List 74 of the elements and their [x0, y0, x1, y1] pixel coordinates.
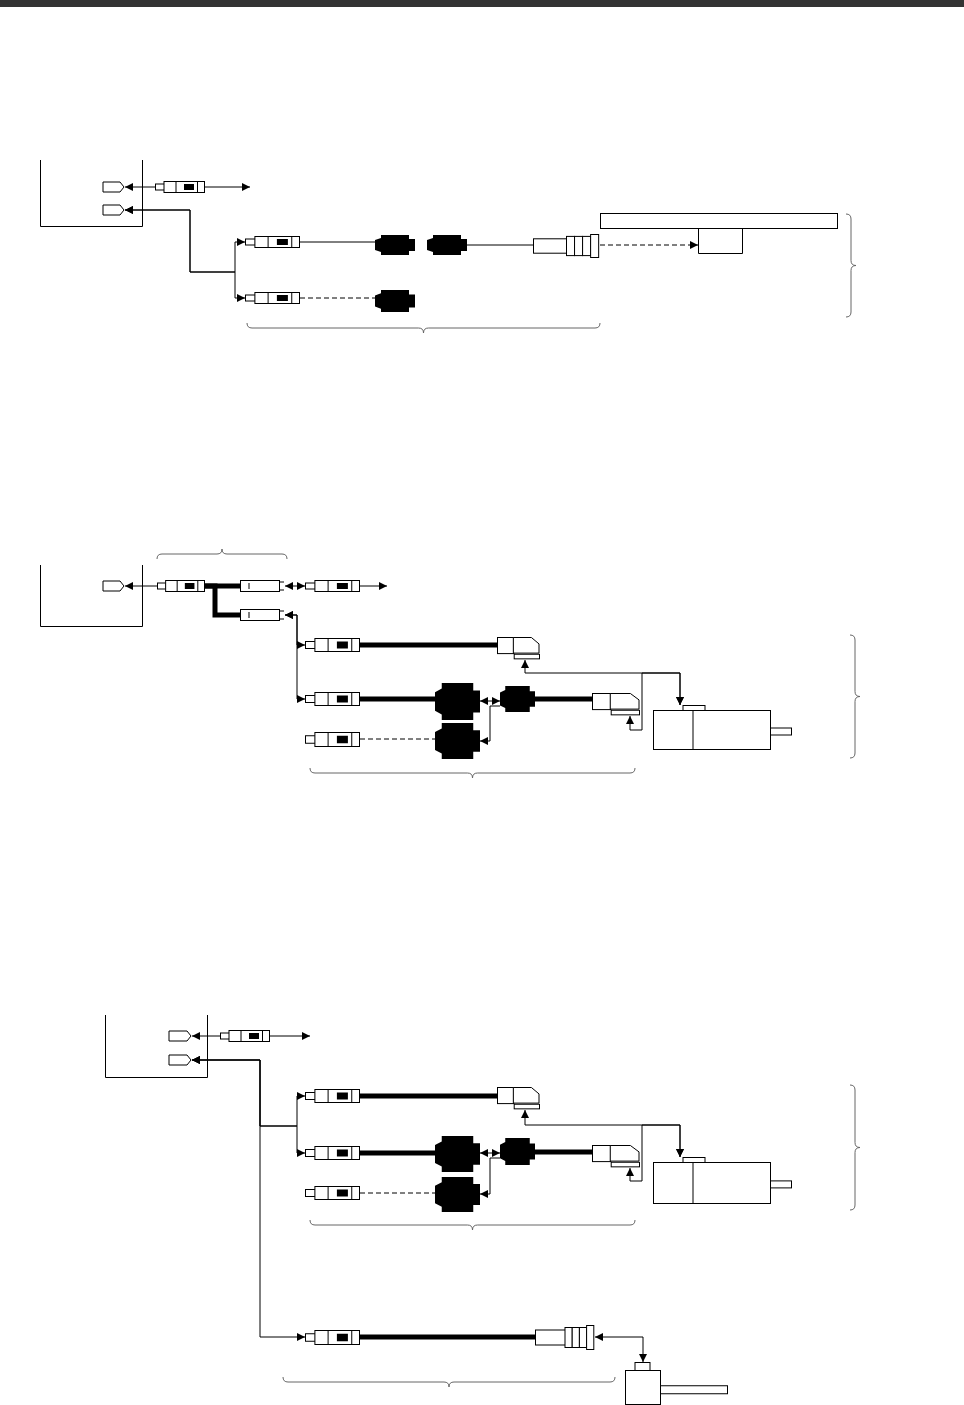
elbow-connector-icon [497, 637, 540, 660]
coupler-icon [435, 1177, 480, 1212]
elbow-connector-icon [592, 1145, 640, 1168]
port-symbol [102, 181, 125, 193]
unit-outline [40, 160, 143, 227]
arrow [204, 183, 251, 191]
plug-connector-icon [305, 732, 360, 747]
port-symbol [102, 580, 125, 592]
coupler-icon [500, 1138, 535, 1165]
arrow [479, 705, 501, 745]
arrow [594, 1333, 647, 1363]
arrow [479, 1149, 501, 1157]
elbow-connector-icon [592, 693, 640, 716]
port-symbol [168, 1054, 192, 1066]
plug-connector-icon [305, 1330, 360, 1345]
cable-line [360, 696, 435, 702]
cable-line [359, 1192, 436, 1194]
cable-line [299, 241, 376, 243]
motor-drawing [625, 1362, 728, 1405]
cable-line [359, 738, 436, 740]
arrow [359, 582, 388, 590]
plug-connector-icon [245, 236, 300, 248]
coupler-icon [375, 290, 415, 312]
plug-connector-icon [157, 580, 205, 592]
plug-connector-icon [305, 580, 360, 592]
port-symbol [102, 204, 125, 216]
elbow-connector-icon [497, 1087, 540, 1110]
arrow [124, 582, 158, 590]
unit-outline [105, 1015, 208, 1078]
cable-line [205, 583, 240, 618]
circular-connector-icon [533, 234, 600, 258]
port-symbol [168, 1030, 192, 1042]
plug-connector-icon [305, 692, 360, 706]
circular-connector-icon [535, 1325, 595, 1350]
plug-connector-icon [305, 1186, 360, 1200]
arrow [124, 206, 246, 302]
cable-line [360, 642, 497, 648]
socket-connector-icon [240, 609, 285, 621]
coupler-icon [435, 1136, 480, 1172]
arrow [191, 1032, 221, 1040]
cable-line [466, 244, 534, 246]
arrow [124, 183, 156, 191]
arrow [284, 611, 306, 703]
cable-line [360, 1334, 535, 1340]
unit-outline [40, 565, 143, 627]
arrow [626, 1124, 684, 1182]
cable-line [299, 297, 376, 299]
arrow [599, 241, 699, 249]
plug-connector-icon [305, 638, 360, 652]
motor-drawing [653, 705, 792, 750]
coupler-icon [435, 683, 480, 720]
coupler-icon [427, 235, 467, 255]
arrow [191, 1056, 306, 1341]
cable-line [535, 696, 592, 702]
plug-connector-icon [245, 292, 300, 304]
plug-connector-icon [305, 1089, 360, 1103]
unit-outline [698, 229, 743, 254]
bar-outline [600, 213, 838, 229]
arrow [626, 672, 684, 731]
arrow [479, 1157, 501, 1198]
plug-connector-icon [305, 1146, 360, 1160]
cable-line [360, 1150, 435, 1156]
plug-connector-icon [155, 181, 205, 193]
plug-connector-icon [220, 1030, 270, 1042]
motor-drawing [653, 1157, 792, 1204]
socket-connector-icon [240, 580, 285, 592]
arrow [269, 1032, 311, 1040]
arrow [284, 582, 306, 590]
cable-line [360, 1093, 497, 1099]
coupler-icon [435, 723, 480, 759]
coupler-icon [500, 686, 535, 712]
arrow [479, 697, 501, 705]
coupler-icon [375, 235, 415, 255]
cable-line [535, 1149, 592, 1155]
